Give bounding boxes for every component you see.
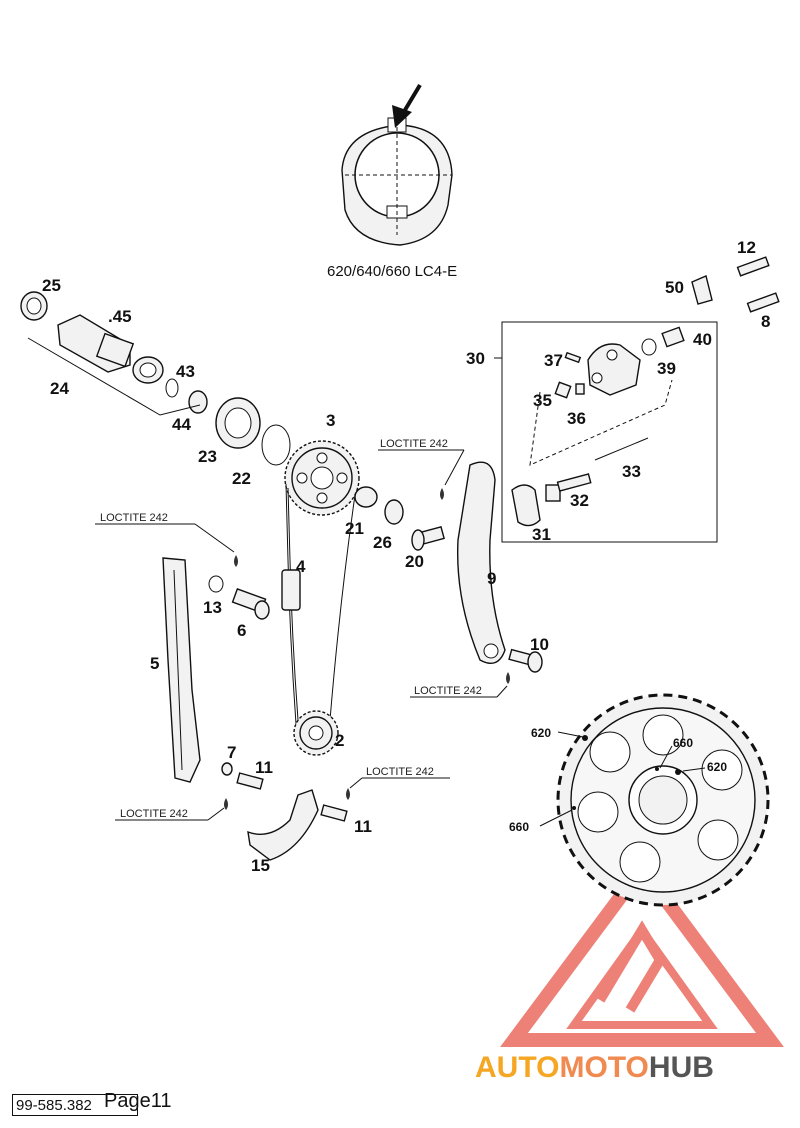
part-number: 25 [42, 276, 61, 295]
timing-chain-left [287, 487, 299, 721]
part-number: 8 [761, 312, 770, 331]
loctite-leader-lines [95, 449, 508, 821]
part-number: 2 [335, 731, 344, 750]
bolt-11b [320, 804, 348, 822]
bolt-12 [736, 256, 770, 277]
part-number: 33 [622, 462, 641, 481]
nut-26 [384, 499, 404, 525]
watermark-text: AUTOMOTOHUB [475, 1051, 714, 1084]
tensioner-dash-outline [529, 379, 673, 466]
washer-44 [188, 390, 208, 414]
guide-bracket-15 [247, 789, 319, 861]
part-number: 9 [487, 569, 496, 588]
loctite-drops [224, 488, 510, 810]
part-number: 22 [232, 469, 251, 488]
loctite-label: LOCTITE 242 [366, 766, 434, 778]
bearing-ring-43 [132, 356, 164, 384]
part-number: 4 [296, 557, 306, 576]
part-number: 10 [530, 635, 549, 654]
tensioner-group-box-30 [501, 321, 718, 543]
pin-37 [564, 351, 582, 364]
loctite-label: LOCTITE 242 [120, 808, 188, 820]
bolt-10 [508, 648, 543, 673]
clip-50 [691, 275, 713, 305]
variant-label: 620/640/660 LC4-E [327, 263, 457, 280]
tensioner-rail-9 [456, 461, 506, 664]
part-number: 30 [466, 349, 485, 368]
loctite-label: LOCTITE 242 [414, 685, 482, 697]
spring-33 [594, 437, 649, 461]
part-number: 13 [203, 598, 222, 617]
sprocket-label: 620 [707, 760, 727, 774]
part-number: 15 [251, 856, 270, 875]
part-number: 5 [150, 654, 159, 673]
part-number: 43 [176, 362, 195, 381]
loctite-label: LOCTITE 242 [100, 512, 168, 524]
loctite-label: LOCTITE 242 [380, 438, 448, 450]
part-number: 37 [544, 351, 563, 370]
sprocket-detail-view [539, 693, 770, 907]
bolt-6 [231, 588, 270, 620]
part-number: 3 [326, 411, 335, 430]
group-bracket-24 [27, 337, 201, 416]
tensioner-body [587, 343, 641, 396]
part-number: 39 [657, 359, 676, 378]
page-number: Page11 [104, 1090, 172, 1112]
washer-21 [354, 486, 378, 508]
part-number: 32 [570, 491, 589, 510]
crank-sprocket-2 [293, 710, 339, 756]
camshaft-sprocket-3 [284, 440, 360, 516]
plug-35 [554, 381, 572, 399]
arrow-indicator [392, 83, 422, 128]
washer-7 [221, 762, 233, 776]
ball-bearing-23 [215, 397, 261, 449]
washer-39 [641, 338, 657, 356]
part-number: 23 [198, 447, 217, 466]
camshaft-24 [57, 314, 135, 373]
timing-chain-right [329, 494, 356, 721]
watermark-logo [500, 856, 784, 1047]
circlip-43 [165, 378, 179, 398]
tensioner-bolt-32 [545, 473, 592, 502]
part-number: 31 [532, 525, 551, 544]
part-number: 11 [255, 758, 273, 777]
bolt-20 [411, 525, 445, 551]
sprocket-label: 660 [673, 736, 693, 750]
part-number: 36 [567, 409, 586, 428]
part-number: 35 [533, 391, 552, 410]
part-number: 12 [737, 238, 756, 257]
part-number: .45 [108, 307, 132, 326]
o-ring-13 [208, 575, 224, 593]
bolt-8 [746, 292, 780, 313]
part-number: 44 [172, 415, 191, 434]
part-number: 24 [50, 379, 69, 398]
guide-rail-5 [162, 557, 201, 783]
document-code: 99-585.382 [12, 1094, 138, 1116]
part-number: 50 [665, 278, 684, 297]
screw-plug-40 [661, 326, 685, 348]
part-number: 20 [405, 552, 424, 571]
camshaft-detail-view [341, 117, 453, 246]
circlip-22 [261, 424, 291, 466]
spring-36 [575, 383, 585, 395]
timing-chain-left-inner [285, 483, 297, 725]
chain-link-4 [281, 569, 301, 611]
part-number: 21 [345, 519, 364, 538]
part-number: 7 [227, 743, 236, 762]
sprocket-label: 620 [531, 726, 551, 740]
part-number: 40 [693, 330, 712, 349]
part-number: 6 [237, 621, 246, 640]
part-number: 26 [373, 533, 392, 552]
needle-bearing-25 [20, 291, 48, 321]
bolt-11a [236, 772, 264, 790]
sprocket-label: 660 [509, 820, 529, 834]
gasket-31 [511, 484, 541, 527]
part-number: 11 [354, 817, 372, 836]
